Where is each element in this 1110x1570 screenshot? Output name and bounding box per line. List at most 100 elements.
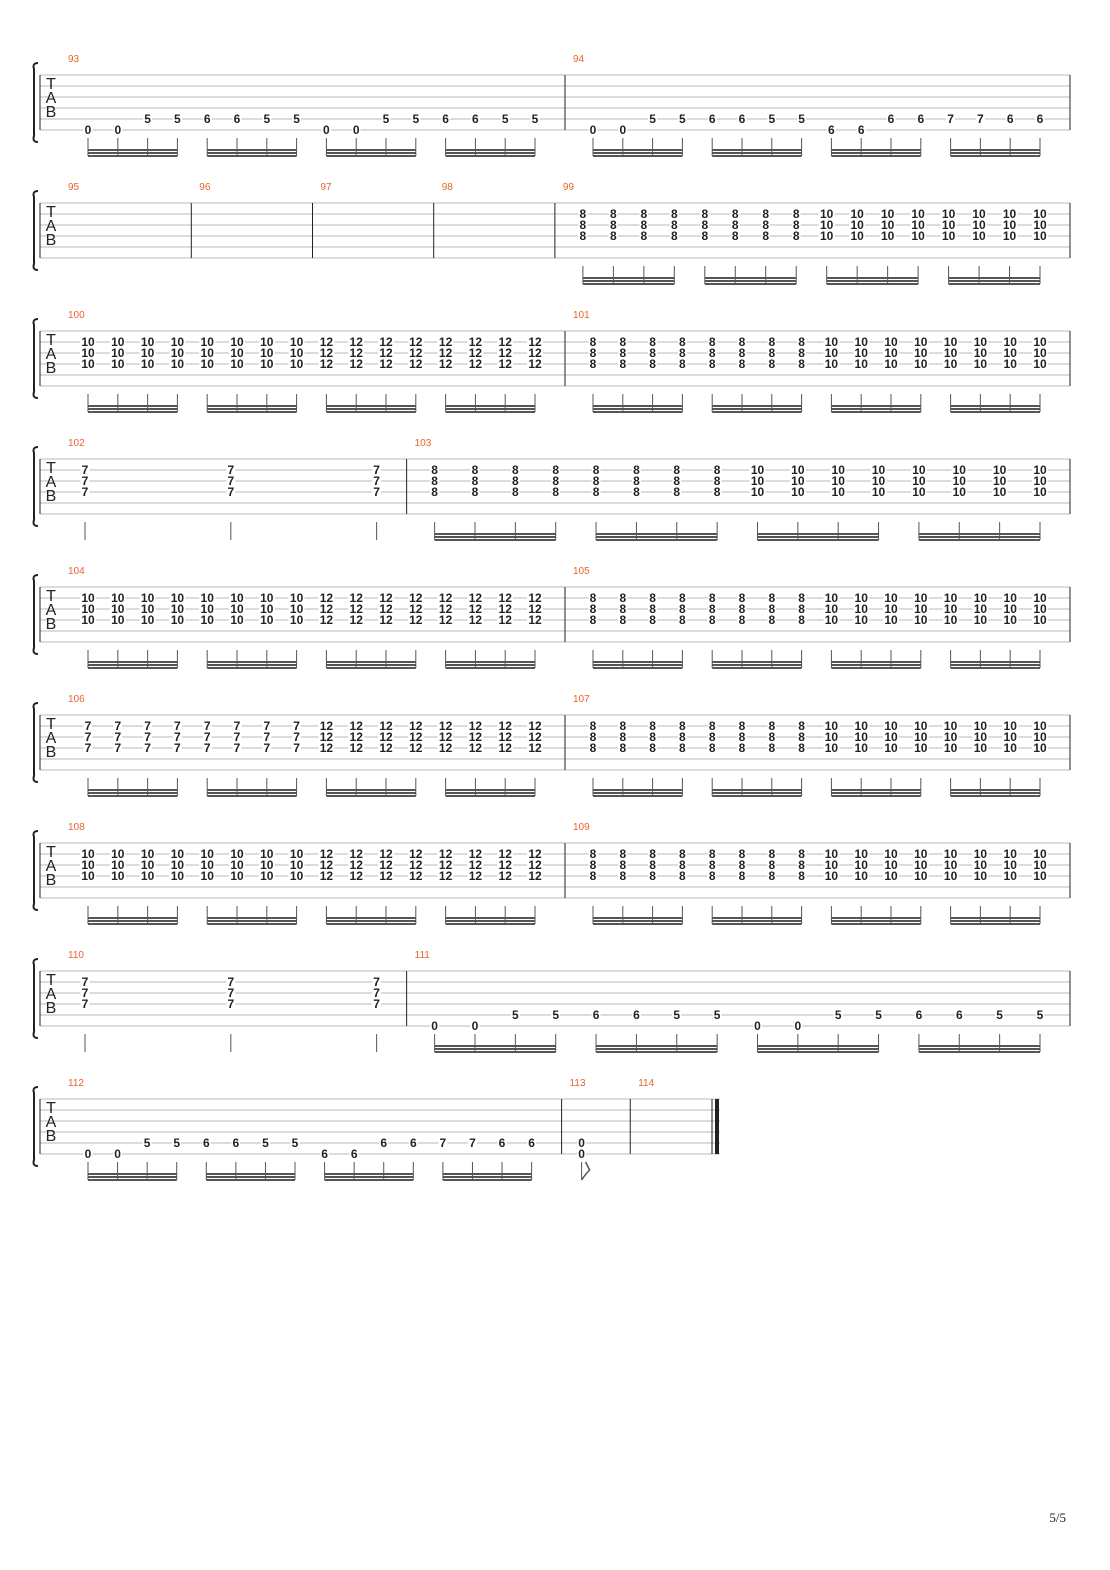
fret-bg [1032, 848, 1048, 859]
fret-number: 8 [768, 719, 775, 733]
fret-number: 10 [974, 858, 988, 872]
fret-bg [767, 720, 777, 731]
fret-number: 10 [81, 847, 95, 861]
fret-bg [109, 859, 126, 870]
fret-bg [497, 870, 514, 881]
fret-number: 12 [320, 847, 334, 861]
fret-bg [109, 358, 126, 369]
fret-bg [677, 592, 687, 603]
fret-number: 8 [552, 463, 559, 477]
fret-bg [648, 614, 658, 625]
fret-number: 10 [884, 719, 898, 733]
fret-bg [767, 870, 777, 881]
fret-number: 7 [373, 975, 380, 989]
fret-number: 5 [512, 1008, 519, 1022]
fret-number: 8 [679, 847, 686, 861]
fret-bg [879, 219, 896, 230]
fret-number: 10 [111, 869, 125, 883]
fret-bg [1035, 1009, 1045, 1020]
fret-bg [672, 475, 682, 486]
fret-bg [730, 230, 740, 241]
fret-number: 6 [380, 1136, 387, 1150]
measure-number-113: 113 [570, 1078, 586, 1089]
fret-bg [467, 603, 484, 614]
fret-bg [80, 998, 90, 1009]
fret-number: 10 [1033, 335, 1047, 349]
fret-number: 10 [942, 229, 956, 243]
fret-number: 12 [320, 357, 334, 371]
fret-number: 8 [798, 602, 805, 616]
fret-bg [707, 731, 717, 742]
fret-number: 10 [791, 474, 805, 488]
fret-number: 10 [944, 869, 958, 883]
fret-bg [823, 603, 840, 614]
fret-number: 6 [234, 112, 241, 126]
fret-number: 10 [914, 591, 928, 605]
fret-bg [737, 336, 747, 347]
fret-bg [467, 742, 484, 753]
fret-number: 12 [409, 869, 423, 883]
tab-clef-letter-b: B [46, 616, 57, 633]
fret-number: 12 [379, 869, 393, 883]
fret-bg [914, 1009, 924, 1020]
fret-number: 7 [174, 741, 181, 755]
fret-bg [109, 336, 126, 347]
fret-bg [318, 859, 335, 870]
fret-bg [497, 336, 514, 347]
fret-bg [648, 848, 658, 859]
fret-number: 10 [141, 346, 155, 360]
fret-number: 10 [914, 357, 928, 371]
fret-bg [510, 475, 520, 486]
fret-bg [348, 336, 365, 347]
fret-bg [737, 347, 747, 358]
fret-number: 10 [825, 741, 839, 755]
fret-number: 7 [82, 474, 89, 488]
fret-bg [639, 230, 649, 241]
fret-bg [618, 336, 628, 347]
fret-bg [912, 614, 929, 625]
fret-number: 8 [610, 229, 617, 243]
fret-bg [226, 976, 236, 987]
fret-bg [467, 1137, 477, 1148]
fret-number: 6 [1037, 112, 1044, 126]
fret-bg [199, 592, 216, 603]
fret-number: 12 [409, 591, 423, 605]
fret-bg [349, 1148, 359, 1159]
fret-number: 8 [709, 719, 716, 733]
fret-bg [372, 486, 382, 497]
fret-number: 5 [835, 1008, 842, 1022]
fret-bg [199, 848, 216, 859]
fret-bg [942, 614, 959, 625]
fret-bg [797, 113, 807, 124]
fret-number: 7 [174, 719, 181, 733]
fret-bg [199, 859, 216, 870]
fret-bg [437, 720, 454, 731]
fret-bg [946, 113, 956, 124]
fret-number: 8 [679, 591, 686, 605]
fret-bg [631, 475, 641, 486]
fret-number: 10 [1033, 591, 1047, 605]
fret-number: 7 [947, 112, 954, 126]
fret-bg [292, 742, 302, 753]
fret-bg [169, 347, 186, 358]
system-bracket [32, 446, 39, 527]
fret-bg [1002, 614, 1019, 625]
fret-number: 8 [709, 613, 716, 627]
fret-number: 12 [528, 602, 542, 616]
tab-clef-letter-b: B [46, 872, 57, 889]
fret-number: 8 [590, 730, 597, 744]
fret-number: 10 [881, 229, 895, 243]
fret-number: 10 [820, 229, 834, 243]
tab-clef-letter-b: B [46, 744, 57, 761]
fret-number: 10 [1003, 218, 1017, 232]
fret-bg [348, 848, 365, 859]
fret-number: 12 [320, 591, 334, 605]
fret-number: 8 [798, 613, 805, 627]
fret-bg [202, 720, 212, 731]
fret-number: 8 [679, 719, 686, 733]
fret-bg [707, 720, 717, 731]
fret-number: 8 [619, 719, 626, 733]
fret-bg [912, 592, 929, 603]
fret-number: 12 [469, 591, 483, 605]
tab-clef-letter-a: A [46, 858, 57, 875]
